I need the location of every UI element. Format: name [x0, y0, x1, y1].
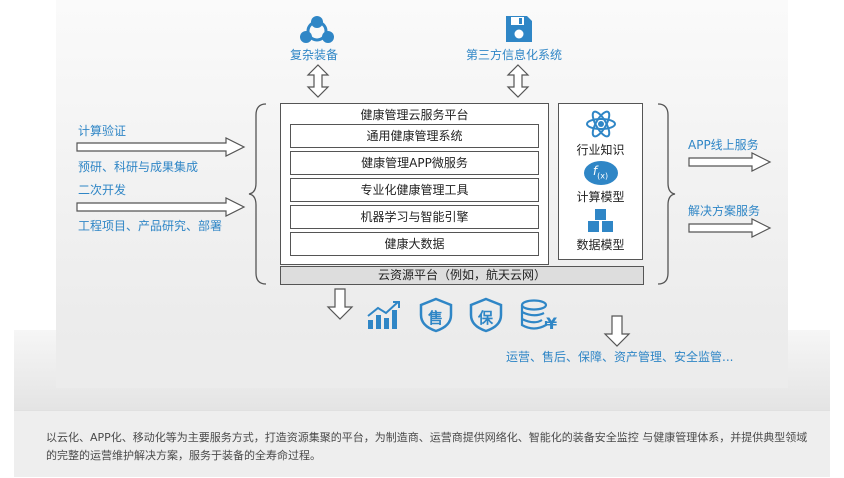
platform-row-4: 机器学习与智能引擎: [290, 205, 539, 229]
right-item-1: APP线上服务: [688, 138, 759, 152]
top-right-label: 第三方信息化系统: [466, 48, 563, 62]
right-item-2: 解决方案服务: [688, 204, 761, 218]
svg-text:¥: ¥: [546, 314, 557, 333]
platform-row-5: 健康大数据: [290, 232, 539, 256]
arrow-right-3: [688, 152, 772, 172]
cubes-icon: [588, 209, 613, 232]
left-item-1: 计算验证: [78, 124, 127, 138]
sale-shield-icon: [419, 297, 453, 333]
database-yen-icon: ¥: [520, 299, 557, 333]
side-item-1: 行业知识: [576, 143, 625, 157]
platform-title: 健康管理云服务平台: [360, 108, 469, 122]
sale-glyph: 售: [428, 309, 444, 327]
platform-row-1: 通用健康管理系统: [290, 124, 539, 148]
top-left-label: 复杂装备: [290, 48, 339, 62]
arrow-right-4: [688, 218, 772, 238]
caption-box: 以云化、APP化、移动化等为主要服务方式，打造资源集聚的平台，为制造商、运营商提…: [14, 410, 830, 477]
services-label: 运营、售后、保障、资产管理、安全监管...: [506, 350, 734, 364]
knowledge-box: 行业知识 f(x) 计算模型 数据模型: [558, 103, 643, 260]
left-item-4: 工程项目、产品研究、部署: [78, 219, 223, 233]
double-arrow-right: [506, 64, 530, 98]
arrow-down-2: [603, 315, 631, 347]
stage-lower: [56, 340, 788, 388]
platform-row-3: 专业化健康管理工具: [290, 178, 539, 202]
left-bracket: [248, 103, 267, 285]
side-item-3: 数据模型: [576, 238, 625, 252]
side-item-2: 计算模型: [576, 190, 625, 204]
left-item-3: 二次开发: [78, 183, 127, 197]
arrow-right-2: [76, 197, 246, 217]
platform-row-2: 健康管理APP微服务: [290, 151, 539, 175]
caption-text: 以云化、APP化、移动化等为主要服务方式，打造资源集聚的平台，为制造商、运营商提…: [46, 431, 808, 462]
save-icon: [506, 16, 532, 42]
warranty-shield-icon: [469, 297, 503, 333]
platform-box: 健康管理云服务平台 通用健康管理系统 健康管理APP微服务 专业化健康管理工具 …: [280, 103, 549, 265]
fx-label: f(x): [592, 164, 609, 181]
double-arrow-left: [306, 64, 330, 98]
chart-growth-icon: [367, 301, 400, 329]
arrow-down-1: [326, 288, 354, 320]
arrow-right-1: [76, 137, 246, 157]
cloud-platform-bar: 云资源平台（例如，航天云网）: [280, 266, 644, 285]
left-item-2: 预研、科研与成果集成: [78, 160, 199, 174]
network-icon: [300, 16, 334, 43]
right-bracket: [657, 103, 676, 285]
warranty-glyph: 保: [478, 309, 494, 327]
function-icon: [584, 161, 618, 185]
atom-icon: [586, 110, 616, 138]
